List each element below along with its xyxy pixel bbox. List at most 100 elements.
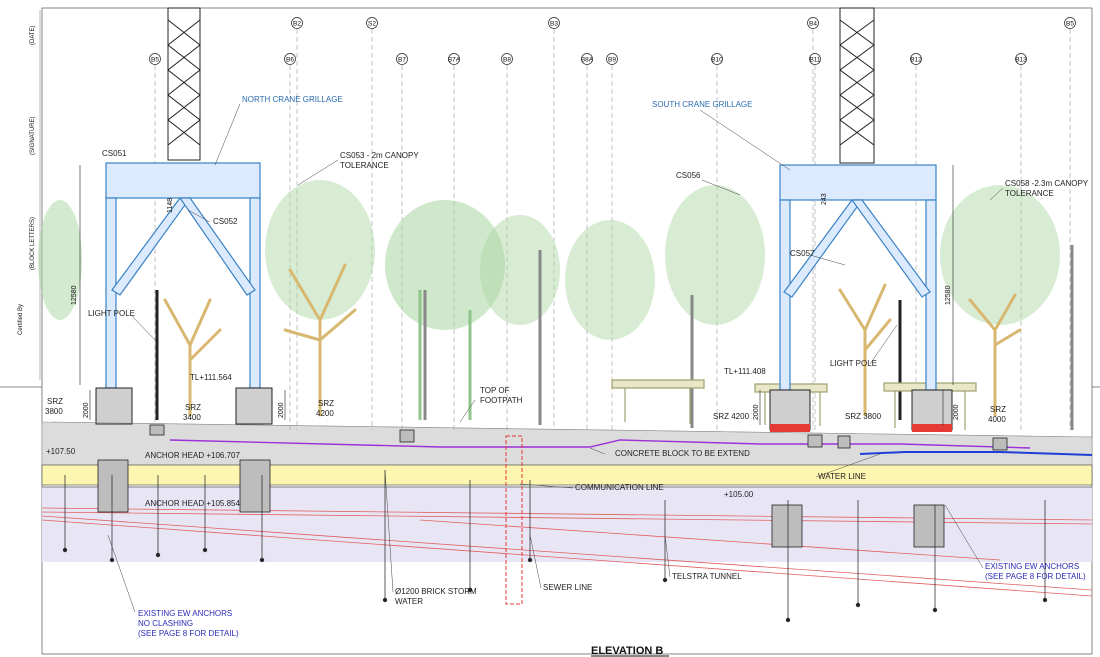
label-level-105: +105.00 bbox=[724, 490, 754, 499]
label-telstra: TELSTRA TUNNEL bbox=[672, 572, 742, 581]
water-line bbox=[859, 451, 1093, 456]
tree-canopies bbox=[38, 180, 1060, 340]
grid-lower-b5: B5 bbox=[151, 56, 159, 63]
anchor-end bbox=[662, 577, 668, 583]
grid-upper-s2-bubble bbox=[366, 17, 378, 29]
grid-lower-b9: B9 bbox=[608, 56, 616, 63]
label-water-line: WATER LINE bbox=[818, 472, 866, 481]
grid-lower-b7a: B7A bbox=[448, 56, 461, 63]
anchor-end bbox=[467, 587, 473, 593]
dim-2000-c: 2000 bbox=[753, 404, 760, 420]
anchor-end bbox=[527, 557, 533, 563]
anchor-end bbox=[382, 597, 388, 603]
label-cs051: CS051 bbox=[102, 149, 127, 158]
grid-lower-b8: B8 bbox=[503, 56, 511, 63]
drawing-title: ELEVATION B bbox=[591, 645, 663, 657]
label-top-footpath-b: FOOTPATH bbox=[480, 396, 523, 405]
tan-trees bbox=[163, 263, 1022, 417]
label-srz-3400-b: 3400 bbox=[183, 413, 201, 422]
label-north-grillage: NORTH CRANE GRILLAGE bbox=[242, 95, 343, 104]
vertical-anchors bbox=[62, 470, 1048, 623]
piles bbox=[97, 424, 1008, 548]
grey-poles bbox=[423, 245, 1074, 430]
dim-2000-d: 2000 bbox=[953, 404, 960, 420]
grid-lower-b13: B13 bbox=[1015, 56, 1027, 63]
anchor-end bbox=[62, 547, 68, 553]
grid-lower-b6: B6 bbox=[286, 56, 294, 63]
anchor-end bbox=[1042, 597, 1048, 603]
label-srz-4200-right: SRZ 4200 bbox=[713, 412, 750, 421]
label-srz-3800-b: 3800 bbox=[45, 407, 63, 416]
grid-lower-b8-bubble bbox=[501, 53, 513, 65]
label-srz-4200-a: SRZ bbox=[318, 399, 334, 408]
anchor-end bbox=[855, 602, 861, 608]
label-communication: COMMUNICATION LINE bbox=[575, 483, 664, 492]
label-top-footpath-a: TOP OF bbox=[480, 386, 510, 395]
grid-lower-b10: B10 bbox=[711, 56, 723, 63]
label-cs053-b: TOLERANCE bbox=[340, 161, 389, 170]
side-label-signature: (SIGNATURE) bbox=[30, 116, 36, 155]
anchor-end bbox=[155, 552, 161, 558]
label-cs058-a: CS058 -2.3m CANOPY bbox=[1005, 179, 1089, 188]
grid-lower-b6-bubble bbox=[284, 53, 296, 65]
leader-lines bbox=[107, 103, 1004, 613]
grid-upper-b4: B4 bbox=[809, 20, 817, 27]
grid-upper-b2-bubble bbox=[291, 17, 303, 29]
label-anchor-105: ANCHOR HEAD +105.854 bbox=[145, 499, 240, 508]
purple-utility-line bbox=[169, 439, 1031, 449]
label-tl-left: TL+111.564 bbox=[190, 373, 232, 382]
label-ew-left-a: EXISTING EW ANCHORS bbox=[138, 609, 232, 618]
storm-water-pipe bbox=[505, 435, 523, 605]
grid-lower-b12: B12 bbox=[910, 56, 922, 63]
label-srz-4000-a: SRZ bbox=[990, 405, 1006, 414]
label-light-pole-right: LIGHT POLE bbox=[830, 359, 877, 368]
dimension-lines bbox=[51, 165, 1093, 438]
label-ew-right-b: (SEE PAGE 8 FOR DETAIL) bbox=[985, 572, 1086, 581]
label-ew-right-a: EXISTING EW ANCHORS bbox=[985, 562, 1079, 571]
label-light-pole-left: LIGHT POLE bbox=[88, 309, 135, 318]
label-ew-left-c: (SEE PAGE 8 FOR DETAIL) bbox=[138, 629, 239, 638]
label-ew-left-b: NO CLASHING bbox=[138, 619, 193, 628]
grid-lower-b8a-bubble bbox=[581, 53, 593, 65]
grid-lower-b8a: B8A bbox=[581, 56, 594, 63]
south-crane-grillage[interactable] bbox=[779, 164, 937, 391]
label-srz-3800-a: SRZ bbox=[47, 397, 63, 406]
label-sewer-line: SEWER LINE bbox=[543, 583, 592, 592]
grid-upper-b4-bubble bbox=[807, 17, 819, 29]
dim-2000-b: 2000 bbox=[278, 402, 285, 418]
grid-upper-b3: B3 bbox=[550, 20, 558, 27]
label-concrete-block: CONCRETE BLOCK TO BE EXTEND bbox=[615, 449, 750, 458]
grid-lower-b7-bubble bbox=[396, 53, 408, 65]
grid-lower-b9-bubble bbox=[606, 53, 618, 65]
communication-band bbox=[41, 464, 1093, 486]
label-cs057: CS057 bbox=[790, 249, 815, 258]
label-tl-right: TL+111.408 bbox=[724, 367, 766, 376]
side-label-certified: Certified By bbox=[18, 304, 24, 335]
label-brick-storm-b: WATER bbox=[395, 597, 423, 606]
north-crane-grillage[interactable] bbox=[105, 162, 261, 389]
label-srz-4000-b: 4000 bbox=[988, 415, 1006, 424]
label-cs056: CS056 bbox=[676, 171, 701, 180]
side-label-block-letters: (BLOCK LETTERS) bbox=[30, 217, 36, 270]
label-srz-3400-a: SRZ bbox=[185, 403, 201, 412]
green-trunks bbox=[418, 290, 472, 420]
label-cs052: CS052 bbox=[213, 217, 238, 226]
label-level-107: +107.50 bbox=[46, 447, 76, 456]
grid-upper-s2: S2 bbox=[368, 20, 376, 27]
drawing-frame bbox=[41, 7, 1093, 655]
dim-2000-a: 2000 bbox=[83, 402, 90, 418]
label-srz-4200-b: 4200 bbox=[316, 409, 334, 418]
anchor-end bbox=[932, 607, 938, 613]
anchor-end bbox=[202, 547, 208, 553]
dim-h-left: 12580 bbox=[71, 285, 78, 305]
grid-lower-b7a-bubble bbox=[448, 53, 460, 65]
crane-masts bbox=[167, 7, 875, 164]
grid-upper-b3-bubble bbox=[548, 17, 560, 29]
label-cs053-a: CS053 - 2m CANOPY bbox=[340, 151, 419, 160]
grid-lower-b11: B11 bbox=[809, 56, 820, 63]
pile-caps bbox=[95, 387, 953, 432]
grid-lower-b11-bubble bbox=[809, 53, 821, 65]
grid-lines bbox=[154, 29, 1071, 430]
